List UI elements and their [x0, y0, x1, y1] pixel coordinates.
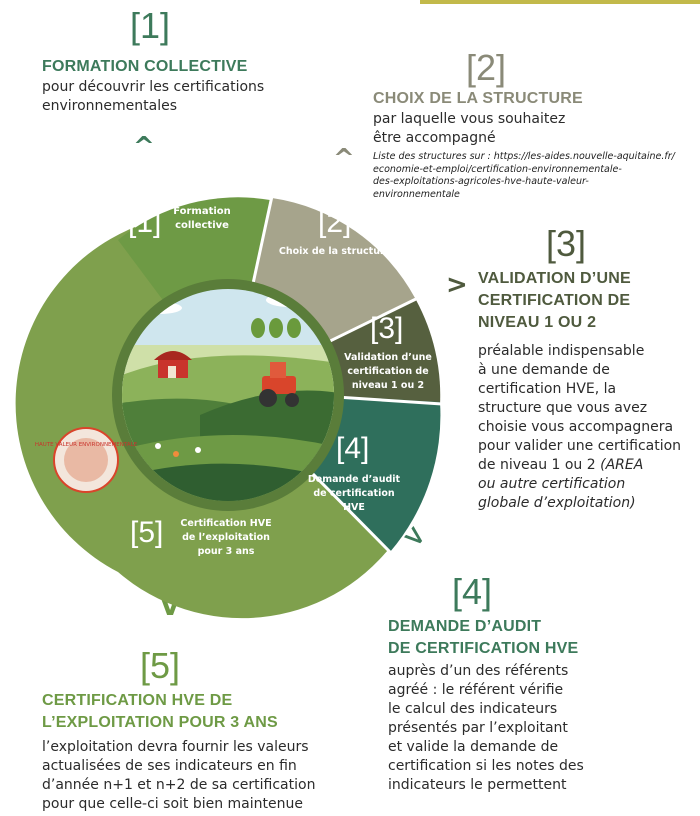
step4-text-line: présentés par l’exploitant: [388, 720, 568, 736]
step1-text-line: pour découvrir les certifications: [42, 79, 265, 95]
step3-title-line: CERTIFICATION DE: [478, 292, 631, 309]
step2-text: par laquelle vous souhaitez être accompa…: [373, 110, 565, 148]
step4-text: auprès d’un des référents agréé : le réf…: [388, 662, 584, 795]
segment-4-text-line: de certification: [313, 488, 395, 499]
hve-cycle-diagram: HAUTE VALEUR ENVIRONNEMENTALE [1] Format…: [15, 195, 443, 619]
step5-text: l’exploitation devra fournir les valeurs…: [42, 738, 315, 814]
segment-1-number: [1]: [128, 206, 161, 239]
arrow-3: >: [446, 270, 468, 300]
step5-text-line: l’exploitation devra fournir les valeurs: [42, 739, 309, 755]
arrow-1: ^: [133, 132, 155, 162]
step5-title: CERTIFICATION HVE DE L’EXPLOITATION POUR…: [42, 690, 278, 734]
note-line: des-exploitations-agricoles-hve-haute-va…: [373, 176, 589, 187]
note-line: environnementale: [373, 188, 460, 200]
segment-1-text-line: collective: [175, 220, 229, 231]
step4-text-line: et valide la demande de: [388, 739, 559, 755]
step1-number: [1]: [129, 5, 171, 46]
step4-title-line: DE CERTIFICATION HVE: [388, 640, 579, 657]
step3-text-italic: globale d’exploitation): [478, 495, 636, 511]
segment-3-text-line: Validation d’une: [344, 352, 432, 363]
step3-text-italic: ou autre certification: [478, 476, 626, 492]
step4-text-line: certification si les notes des: [388, 758, 584, 774]
step4-number: [4]: [451, 571, 493, 612]
step5-text-line: actualisées de ses indicateurs en fin: [42, 758, 297, 774]
segment-3-text-line: niveau 1 ou 2: [352, 380, 424, 391]
step5-title-line: CERTIFICATION HVE DE: [42, 692, 233, 709]
segment-3-number: [3]: [370, 312, 403, 345]
segment-5-number: [5]: [130, 516, 163, 549]
segment-1-label: [1] Formation collective: [128, 206, 231, 239]
step4-title-line: DEMANDE D’AUDIT: [388, 618, 542, 635]
segment-4-number: [4]: [336, 432, 369, 465]
segment-5-text-line: pour 3 ans: [198, 546, 255, 557]
arrow-2: ^: [333, 144, 355, 174]
step3-text-line: de niveau 1 ou 2 (AREA: [478, 456, 681, 475]
step3-text-line: préalable indispensable: [478, 343, 645, 359]
step4-text-line: le calcul des indicateurs: [388, 701, 558, 717]
seal-text: HAUTE VALEUR ENVIRONNEMENTALE: [35, 442, 138, 448]
step3-text-span: de niveau 1 ou 2: [478, 457, 601, 473]
step3-text-line: certification HVE, la: [478, 381, 617, 397]
segment-5-label: [5] Certification HVE de l’exploitation …: [130, 516, 272, 557]
top-accent-bar: [420, 0, 700, 4]
segment-2-label: [2] Choix de la structure: [279, 206, 391, 257]
segment-4-text-line: HVE: [343, 502, 365, 513]
segment-5-text-line: Certification HVE: [180, 518, 271, 529]
note-line: Liste des structures sur : https://les-a…: [373, 151, 675, 162]
step5-title-line: L’EXPLOITATION POUR 3 ANS: [42, 714, 278, 731]
step5-number: [5]: [139, 645, 181, 686]
segment-5-text-line: de l’exploitation: [182, 532, 270, 543]
segment-2-text-line: Choix de la structure: [279, 246, 391, 257]
step2-link-note: Liste des structures sur : https://les-a…: [373, 151, 699, 201]
step3-number: [3]: [545, 223, 587, 264]
step2-title: CHOIX DE LA STRUCTURE: [373, 90, 583, 107]
step2-text-line: par laquelle vous souhaitez: [373, 111, 566, 127]
step2-text-line: être accompagné: [373, 130, 496, 146]
step3-text-line: structure que vous avez: [478, 400, 648, 416]
step4-text-line: agréé : le référent vérifie: [388, 682, 564, 698]
step1-title: FORMATION COLLECTIVE: [42, 58, 248, 75]
segment-4-text-line: Demande d’audit: [308, 474, 401, 485]
step3-text-line: à une demande de: [478, 362, 610, 378]
step2-number: [2]: [465, 47, 507, 88]
step5-text-line: pour que celle-ci soit bien maintenue: [42, 796, 303, 812]
step1-text: pour découvrir les certifications enviro…: [42, 78, 264, 116]
step3-title-line: NIVEAU 1 OU 2: [478, 314, 597, 331]
step3-text-line: pour valider une certification: [478, 438, 682, 454]
segment-3-label: [3] Validation d’une certification de ni…: [344, 312, 432, 391]
step1-text-line: environnementales: [42, 98, 178, 114]
segment-4-label: [4] Demande d’audit de certification HVE: [308, 432, 401, 513]
step3-text-line: choisie vous accompagnera: [478, 419, 674, 435]
step4-text-line: auprès d’un des référents: [388, 663, 569, 679]
step4-title: DEMANDE D’AUDIT DE CERTIFICATION HVE: [388, 616, 578, 660]
step5-text-line: d’année n+1 et n+2 de sa certification: [42, 777, 316, 793]
segment-1-text-line: Formation: [173, 206, 231, 217]
segment-2-number: [2]: [318, 206, 351, 239]
step3-text-italic: (AREA: [600, 457, 644, 473]
note-line: economie-et-emploi/certification-environ…: [373, 163, 622, 175]
step3-title: VALIDATION D’UNE CERTIFICATION DE NIVEAU…: [478, 268, 631, 334]
segment-3-text-line: certification de: [347, 366, 428, 377]
step4-text-line: indicateurs le permettent: [388, 777, 567, 793]
step3-text: préalable indispensable à une demande de…: [478, 342, 681, 513]
step3-title-line: VALIDATION D’UNE: [478, 270, 631, 287]
hve-seal: HAUTE VALEUR ENVIRONNEMENTALE: [35, 427, 138, 493]
